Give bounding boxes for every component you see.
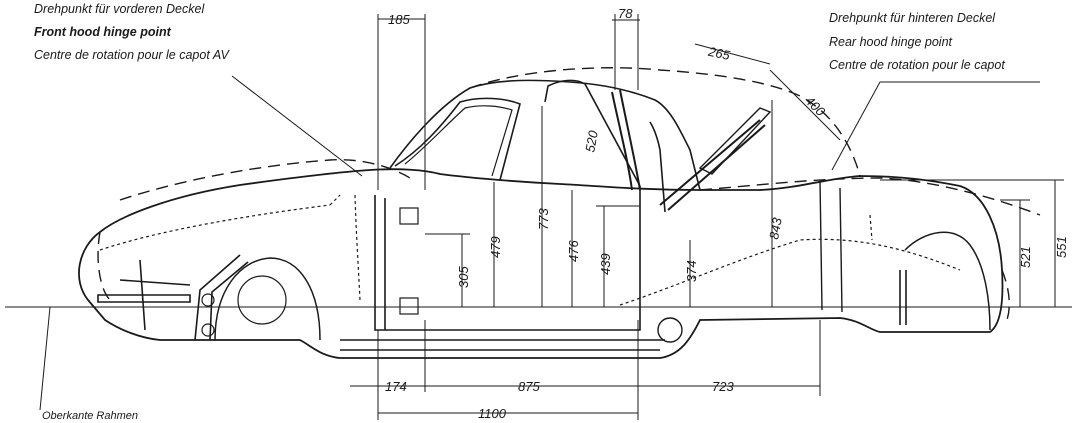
dim-479: 479 — [488, 236, 503, 258]
rear-hinge-label-en: Rear hood hinge point — [829, 35, 953, 49]
rear-inner-panel — [819, 179, 843, 313]
dim-185: 185 — [388, 12, 410, 27]
rear-hinge-label-fr: Centre de rotation pour le capot — [829, 58, 1005, 72]
rear-strut-vertical — [899, 270, 907, 325]
dim-1100: 1100 — [478, 406, 507, 421]
rear-hood-spring — [698, 107, 772, 175]
body-outline — [78, 168, 1004, 359]
windshield-frame — [394, 97, 521, 181]
roof-outline — [389, 79, 701, 191]
front-reinforcement — [99, 194, 361, 301]
b-pillar — [611, 89, 641, 191]
frame-top-label: Oberkante Rahmen — [42, 410, 138, 422]
front-vertical-member — [139, 259, 146, 331]
door-block-upper — [399, 207, 419, 225]
dim-476: 476 — [566, 240, 581, 262]
dim-265: 265 — [706, 43, 732, 63]
rear-reinforcement — [619, 214, 961, 306]
dim-723: 723 — [712, 379, 734, 394]
dim-400: 400 — [802, 93, 828, 119]
dim-374: 374 — [684, 260, 699, 282]
door-block-lower — [399, 297, 419, 315]
door-frame — [374, 186, 641, 331]
rear-hinge-leader — [831, 81, 1040, 171]
dim-174: 174 — [385, 379, 407, 394]
softtop-dashed — [469, 67, 861, 177]
front-hinge-label-de: Drehpunkt für vorderen Deckel — [34, 2, 205, 16]
lower-body-dashed — [97, 231, 1010, 326]
front-hinge-leader — [231, 75, 363, 177]
frame-leader — [39, 306, 51, 411]
dim-305: 305 — [456, 266, 471, 288]
front-hinge-label-en: Front hood hinge point — [34, 25, 171, 39]
rear-hinge-label-de: Drehpunkt für hinteren Deckel — [829, 11, 996, 25]
dim-520: 520 — [582, 129, 601, 154]
front-frame — [97, 279, 191, 303]
dim-875: 875 — [518, 379, 540, 394]
sill-line — [340, 339, 665, 351]
rear-hood-dashed — [699, 177, 1041, 216]
windshield-inner — [404, 105, 513, 177]
front-bolt-2 — [201, 323, 215, 337]
dim-551: 551 — [1054, 236, 1069, 258]
rear-wheel-arch — [904, 231, 991, 331]
front-hinge-label-fr: Centre de rotation pour le capot AV — [34, 48, 229, 62]
rear-strut — [659, 119, 766, 211]
rear-wheel-hub — [657, 317, 683, 343]
dim-843: 843 — [766, 216, 785, 241]
front-hood-dashed — [119, 158, 411, 201]
dim-521: 521 — [1018, 246, 1033, 268]
front-bolt-1 — [201, 293, 215, 307]
front-hub — [237, 275, 287, 325]
dim-439: 439 — [598, 253, 613, 275]
dim-78: 78 — [618, 6, 633, 21]
dim-773: 773 — [536, 208, 551, 230]
roll-bar — [544, 79, 666, 213]
front-wheel-arch — [214, 257, 321, 341]
